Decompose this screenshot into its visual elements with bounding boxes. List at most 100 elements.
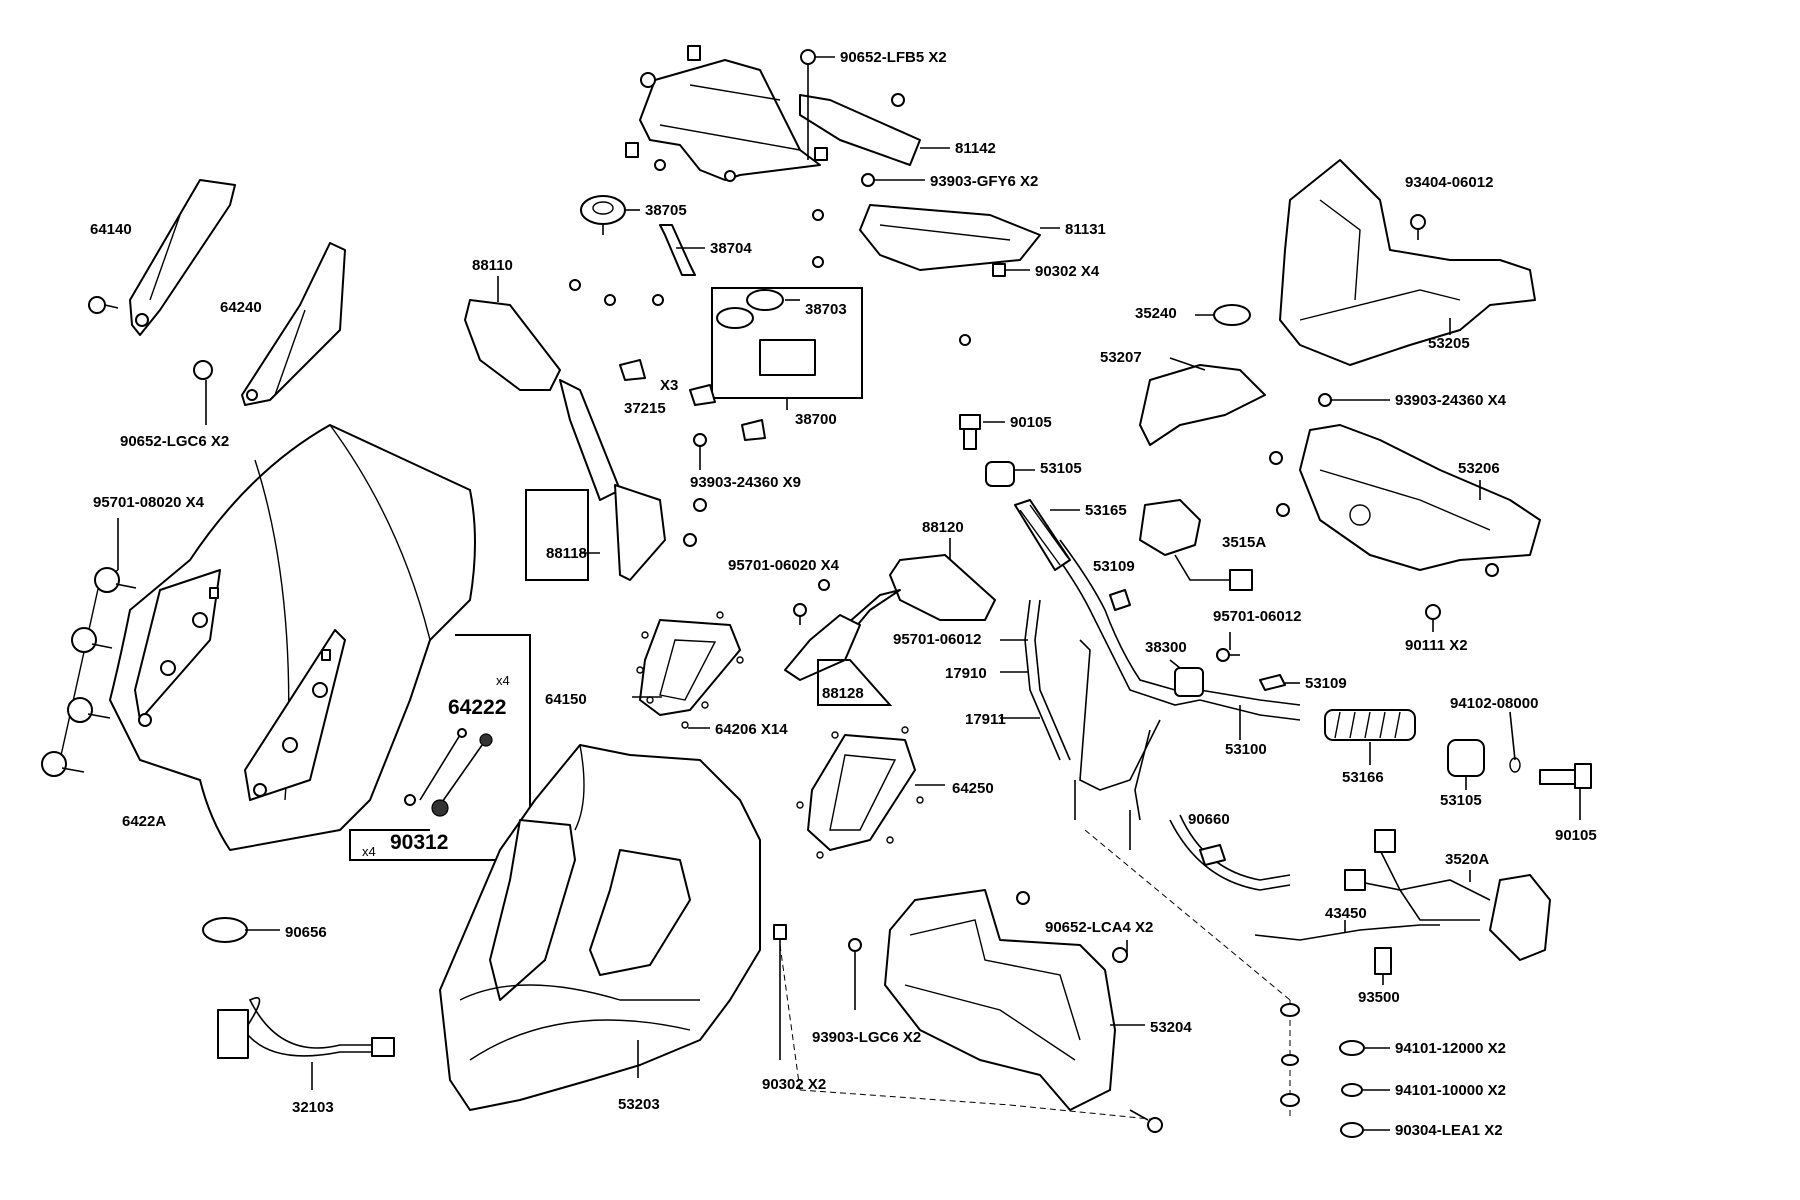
label-53109-top: 53109 [1093, 558, 1135, 575]
label-38300: 38300 [1145, 639, 1187, 656]
module-38700 [711, 287, 863, 410]
label-81142: 81142 [955, 140, 996, 157]
dash-line-bolts [1084, 829, 1291, 1120]
switch-3515a [1139, 499, 1253, 591]
screws-93903-24360-x9 [569, 279, 971, 547]
screw-bottom [1129, 1109, 1163, 1133]
clips-37215 [619, 359, 766, 470]
front-cover-53203 [439, 744, 761, 1111]
label-88118: 88118 [546, 545, 587, 562]
label-64222: 64222 [448, 696, 507, 719]
cable-43450 [1254, 920, 1440, 941]
label-94101-12000: 94101-12000 X2 [1395, 1040, 1506, 1057]
label-53204: 53204 [1150, 1019, 1192, 1036]
label-53100: 53100 [1225, 741, 1267, 758]
bracket-88128 [784, 614, 893, 706]
label-3515a: 3515A [1222, 534, 1267, 551]
label-93903-gfy6: 93903-GFY6 X2 [930, 173, 1039, 190]
label-95701-06012-right: 95701-06012 [1213, 608, 1302, 625]
label-94102: 94102-08000 [1450, 695, 1539, 712]
grip-53165 [1014, 499, 1080, 571]
label-90312-qty: x4 [362, 844, 376, 859]
label-95701-06020: 95701-06020 X4 [728, 557, 839, 574]
label-90302-x2: 90302 X2 [762, 1076, 827, 1093]
collar-53105-top [985, 461, 1035, 487]
rivets-64206 [636, 611, 924, 859]
label-90302-x4: 90302 X4 [1035, 263, 1100, 280]
cable-90660 [1169, 814, 1291, 891]
screws-95701-06020 [793, 579, 830, 625]
screws-90652-lfb5 [800, 49, 905, 160]
label-37215-x3: X3 [660, 377, 679, 394]
label-53109-right: 53109 [1305, 675, 1347, 692]
part-38705 [580, 195, 640, 235]
label-88110: 88110 [472, 257, 513, 274]
vent-64150 [632, 619, 741, 716]
part-93500 [1374, 947, 1392, 985]
trim-81131 [859, 204, 1060, 277]
label-90105-right: 90105 [1555, 827, 1597, 844]
washers-94101-90304 [1280, 1003, 1390, 1138]
label-90660: 90660 [1188, 811, 1230, 828]
bolt-90105-right [1539, 763, 1592, 820]
harness-32103 [217, 997, 395, 1090]
collar-53105-right [1447, 739, 1485, 790]
label-53207: 53207 [1100, 349, 1142, 366]
vent-64250 [807, 734, 945, 851]
label-38700: 38700 [795, 411, 837, 428]
label-38703: 38703 [805, 301, 847, 318]
screws-90652-lca4 [1016, 891, 1128, 963]
cable-tie-90656 [202, 917, 280, 943]
label-64150: 64150 [545, 691, 587, 708]
windshield-bolts-95701-08020 [41, 518, 137, 777]
screw-93903-gfy6 [724, 170, 925, 268]
clip-90302-x2 [773, 924, 1161, 1121]
label-93903-24360-x4: 93903-24360 X4 [1395, 392, 1506, 409]
label-64206: 64206 X14 [715, 721, 788, 738]
grip-53166 [1324, 709, 1416, 765]
label-64140: 64140 [90, 221, 132, 238]
label-3520a: 3520A [1445, 851, 1490, 868]
label-37215: 37215 [624, 400, 666, 417]
label-90304: 90304-LEA1 X2 [1395, 1122, 1503, 1139]
inner-cover-53204 [884, 889, 1145, 1111]
cap-35240 [1195, 304, 1251, 326]
label-93903-24360-x9: 93903-24360 X9 [690, 474, 801, 491]
bracket-88118 [525, 489, 600, 581]
label-95701-06012-mid: 95701-06012 [893, 631, 982, 648]
label-32103: 32103 [292, 1099, 334, 1116]
label-90652-lgc6: 90652-LGC6 X2 [120, 433, 230, 450]
label-6422a: 6422A [122, 813, 167, 830]
label-90111: 90111 X2 [1405, 637, 1468, 654]
label-64222-qty: x4 [496, 673, 510, 688]
washer-94102 [1509, 711, 1521, 773]
nut-90652-lgc6 [193, 360, 213, 425]
label-88120: 88120 [922, 519, 964, 536]
label-43450: 43450 [1325, 905, 1367, 922]
label-17910: 17910 [945, 665, 987, 682]
label-38705: 38705 [645, 202, 687, 219]
label-53105-top: 53105 [1040, 460, 1082, 477]
label-90652-lca4: 90652-LCA4 X2 [1045, 919, 1154, 936]
cover-53206 [1299, 424, 1541, 571]
label-53205: 53205 [1428, 335, 1470, 352]
label-93500: 93500 [1358, 989, 1400, 1006]
label-64240: 64240 [220, 299, 262, 316]
bracket-38704 [659, 224, 705, 276]
screw-93404 [1410, 214, 1426, 240]
part-38300 [1169, 659, 1204, 697]
windshield-6422a [109, 424, 476, 851]
label-64250: 64250 [952, 780, 994, 797]
bolt-90105-top [959, 414, 1005, 450]
label-53166: 53166 [1342, 769, 1384, 786]
label-94101-10000: 94101-10000 X2 [1395, 1082, 1506, 1099]
switch-3520a [1344, 829, 1551, 961]
cover-53205 [1279, 159, 1536, 366]
label-53105-right: 53105 [1440, 792, 1482, 809]
screws-95701-06012-right [1216, 632, 1240, 662]
label-88128: 88128 [822, 685, 864, 702]
label-53203: 53203 [618, 1096, 660, 1113]
mirror-88110 [464, 276, 666, 581]
throttle-53109 [1109, 589, 1300, 691]
